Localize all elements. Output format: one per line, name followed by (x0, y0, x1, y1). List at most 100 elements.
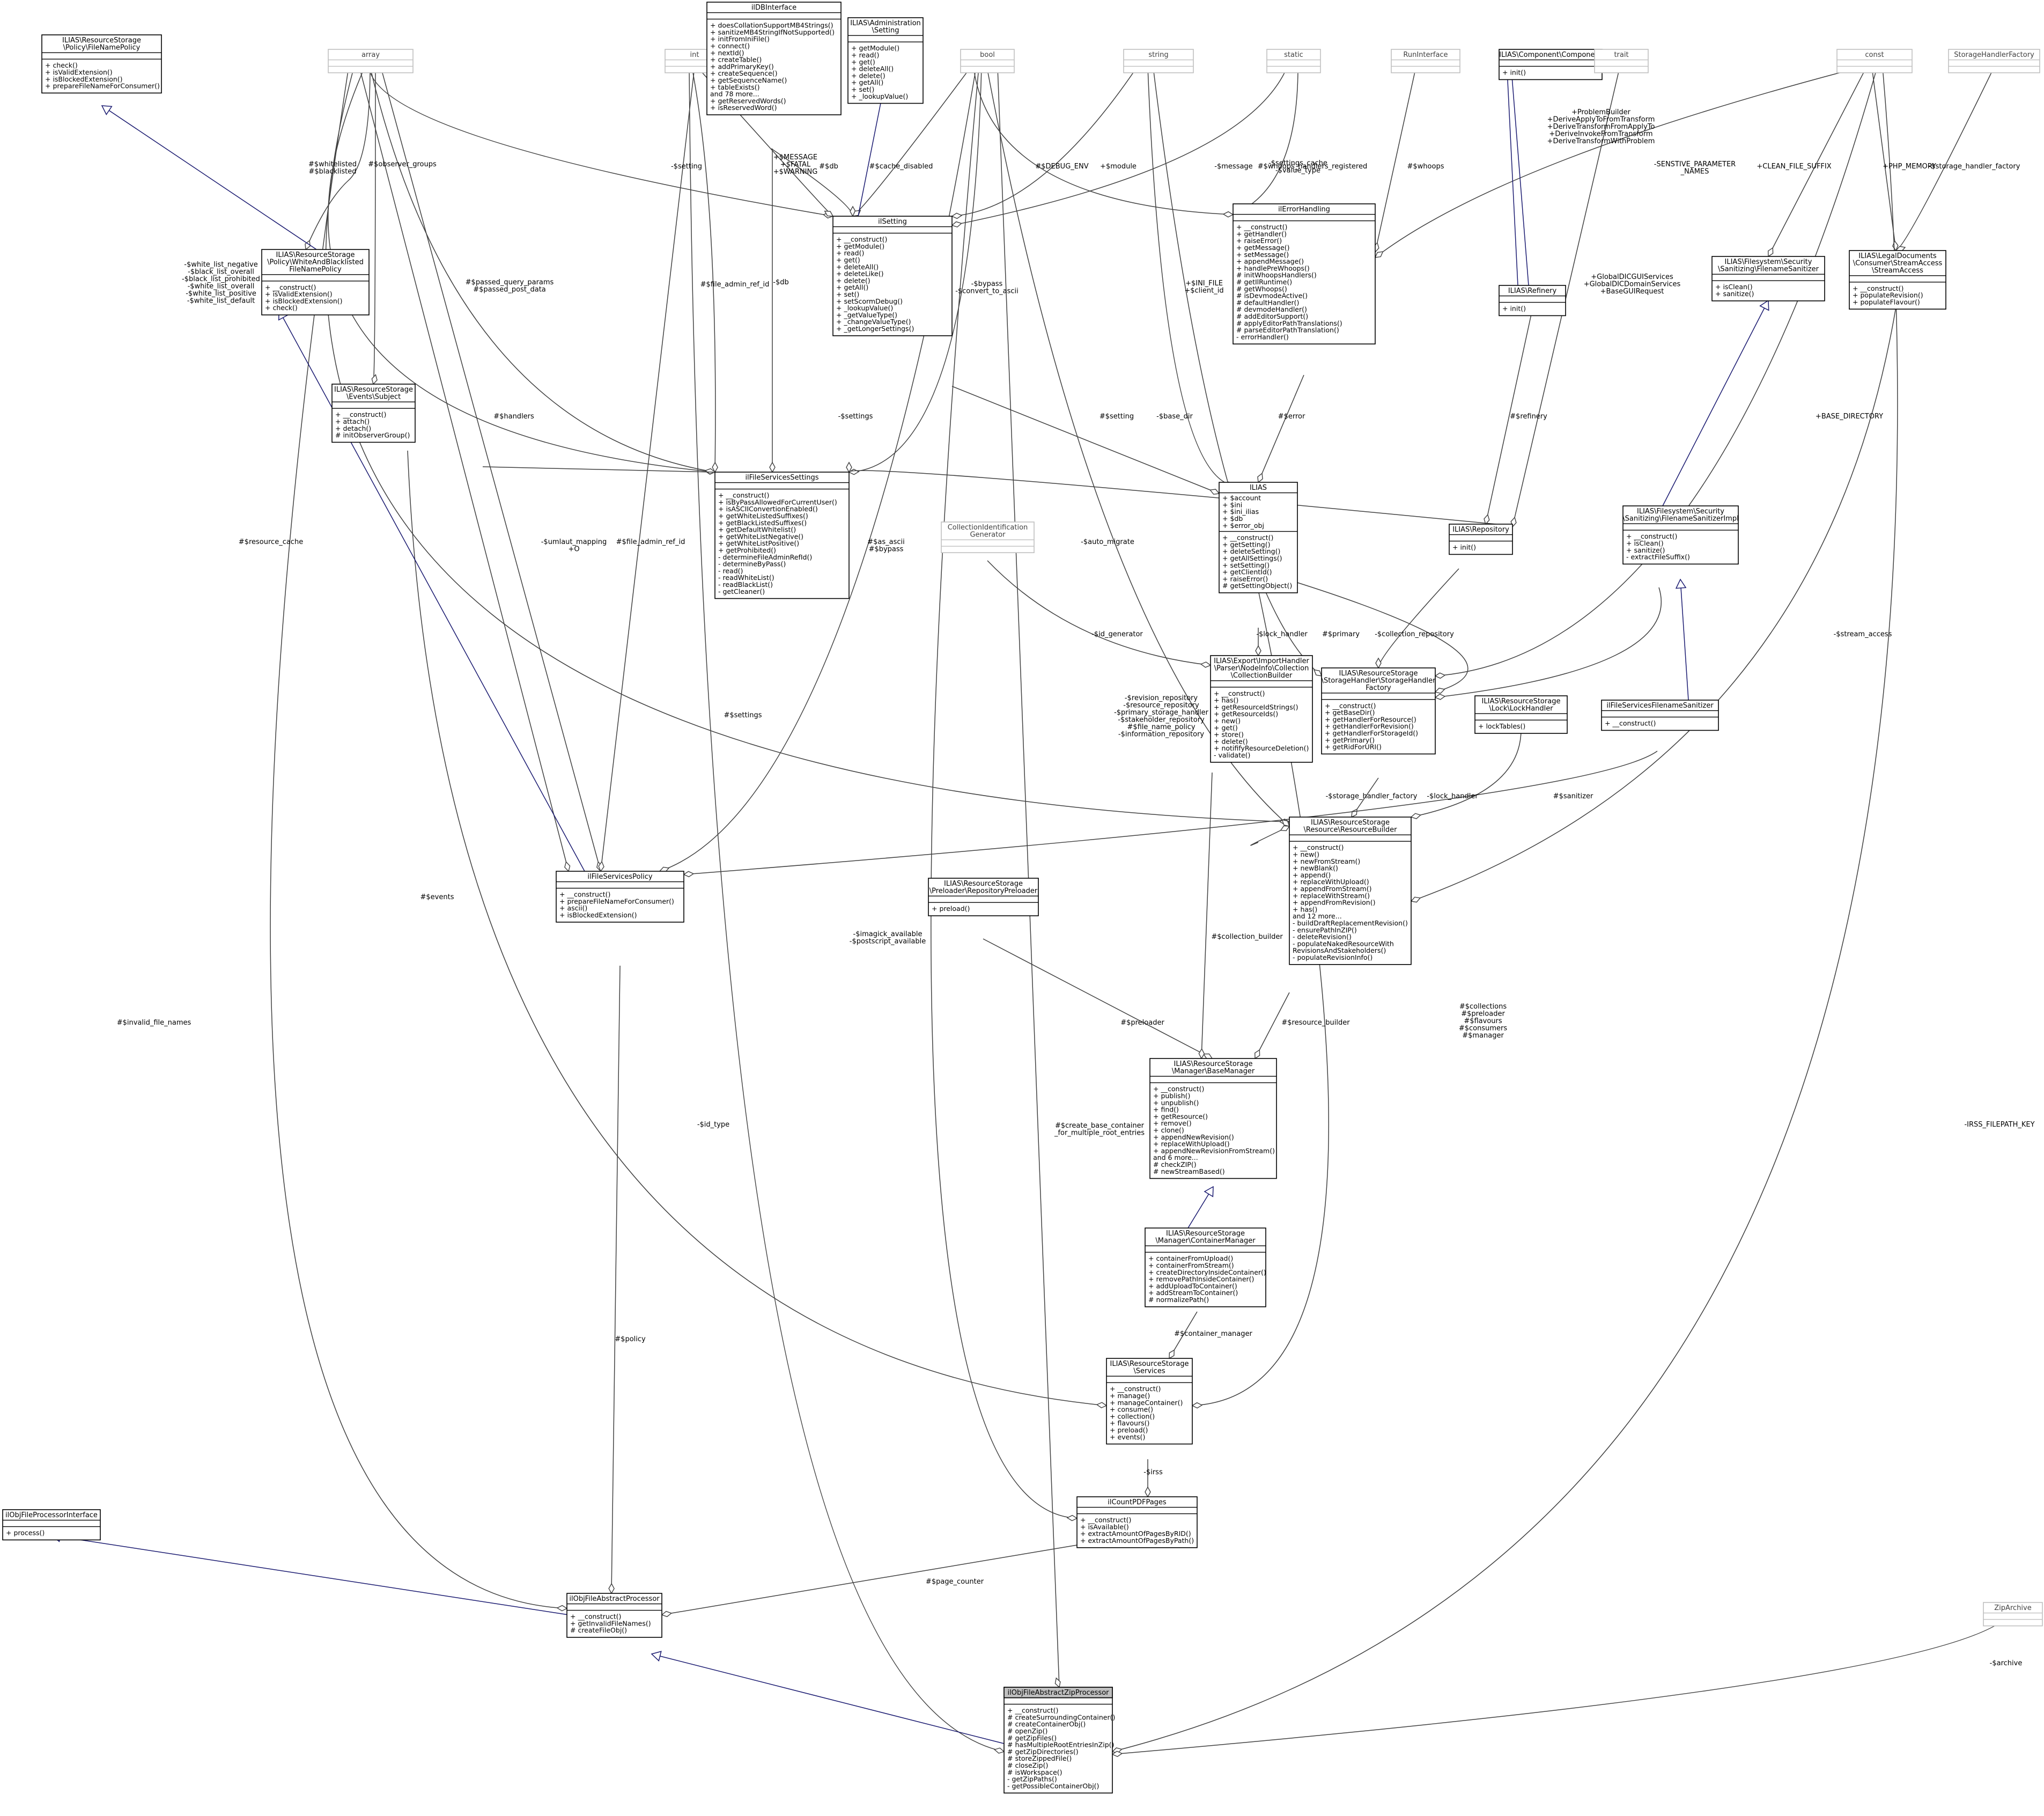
class-name: int (690, 51, 699, 59)
class-ziparchive[interactable]: ZipArchive (1983, 1602, 2043, 1627)
edge-label-l-message: +$MESSAGE+$FATAL+$WARNING (773, 153, 818, 176)
class-method: + isValidExtension() (45, 68, 113, 76)
class-method: # parseEditorPathTranslation() (1236, 326, 1339, 334)
class-ilobjfileprocessorinterface[interactable]: ilObjFileProcessorInterface+ process() (2, 1509, 101, 1541)
class-target[interactable]: ilObjFileAbstractZipProcessor+ __constru… (1003, 1687, 1115, 1793)
edge-label-l-dmessage: -$message (1214, 163, 1252, 171)
class-method: + find() (1153, 1106, 1179, 1114)
class-preloader[interactable]: ILIAS\ResourceStorage\Preloader\Reposito… (928, 878, 1039, 916)
edge-label-line: -$bypass (971, 280, 1003, 288)
class-method: + new() (1293, 850, 1319, 858)
class-lock-handler[interactable]: ILIAS\ResourceStorage\Lock\LockHandler+ … (1474, 695, 1568, 734)
edge-label-line: -$lock_handler (1427, 792, 1478, 800)
class-admin-setting[interactable]: ILIAS\Administration\Setting+ getModule(… (847, 17, 924, 104)
edge-label-line: #$create_base_container (1055, 1122, 1145, 1130)
class-method: + prepareFileNameForConsumer() (559, 897, 674, 905)
class-ilias[interactable]: ILIAS+ $account+ $ini+ $ini_ilias+ $db+ … (1219, 482, 1298, 593)
class-component[interactable]: ILIAS\Component\Component+ init() (1499, 49, 1603, 80)
class-box (847, 17, 924, 104)
class-box (941, 521, 1035, 554)
class-method: + init() (1502, 69, 1526, 77)
class-name: bool (980, 51, 995, 59)
edge-label-line: +O (568, 546, 579, 554)
class-bool[interactable]: bool (960, 49, 1015, 73)
class-method: + populateFlavour() (1853, 298, 1920, 306)
class-base-manager[interactable]: ILIAS\ResourceStorage\Manager\BaseManage… (1149, 1058, 1277, 1179)
class-storagehandlerfactory[interactable]: StorageHandlerFactory (1948, 49, 2040, 73)
aggregation-diamond-2 (371, 374, 378, 385)
edge-label-line: #$settings (724, 711, 762, 719)
class-ilsetting[interactable]: ilSetting+ __construct()+ getModule()+ r… (832, 216, 953, 336)
edge-label-line: -$white_list_negative (184, 261, 258, 269)
class-method: + getProhibited() (718, 546, 776, 554)
class-method: + ascii() (559, 904, 587, 912)
edge-label-l-shf2: -$storage_handler_factory (1326, 792, 1418, 800)
class-name: \Lock\LockHandler (1489, 705, 1553, 713)
class-name: \Preloader\RepositoryPreloader (929, 887, 1038, 895)
class-rs-services[interactable]: ILIAS\ResourceStorage\Services+ __constr… (1106, 1358, 1193, 1445)
class-storage-handler-factory[interactable]: ILIAS\ResourceStorage\StorageHandler\Sto… (1321, 667, 1436, 755)
edge-label-l-base-dir: -$base_dir (1156, 413, 1193, 421)
class-stream-access[interactable]: ILIAS\LegalDocuments\Consumer\StreamAcce… (1849, 250, 1946, 310)
class-trait[interactable]: trait (1594, 49, 1649, 73)
edge-label-l-module: +$module (1100, 163, 1137, 171)
class-method: - readBlackList() (718, 580, 773, 589)
class-name: ILIAS\ResourceStorage (334, 386, 413, 394)
inheritance-arrow-7 (1204, 1186, 1214, 1197)
class-name: RunInterface (1403, 51, 1448, 59)
class-method: # openZip() (1007, 1727, 1047, 1735)
class-box (1321, 667, 1436, 755)
association-edge-50 (407, 450, 1107, 1406)
class-ilerrorhandling[interactable]: ilErrorHandling+ __construct()+ getHandl… (1233, 203, 1376, 345)
class-filename-policy[interactable]: ILIAS\ResourceStorage\Policy\FileNamePol… (41, 34, 162, 94)
association-edge-0 (368, 67, 833, 217)
class-name: \Manager\ContainerManager (1155, 1237, 1256, 1245)
edge-label-line: _NAMES (1680, 168, 1709, 176)
class-method: + sanitize() (1715, 290, 1754, 298)
class-method: + __construct() (1605, 719, 1656, 727)
edge-label-l-stream-access: -$stream_access (1834, 630, 1892, 638)
class-method: + set() (836, 290, 859, 298)
class-resource-builder[interactable]: ILIAS\ResourceStorage\Resource\ResourceB… (1289, 817, 1412, 965)
class-refinery[interactable]: ILIAS\Refinery+ init() (1499, 285, 1566, 317)
association-edge-39 (848, 470, 1513, 526)
aggregation-diamond-16 (1222, 211, 1234, 218)
class-ilfileservicessettings[interactable]: ilFileServicesSettings+ __construct()+ i… (714, 472, 850, 599)
class-string[interactable]: string (1123, 49, 1194, 73)
class-events-subject[interactable]: ILIAS\ResourceStorage\Events\Subject+ __… (331, 384, 416, 443)
class-ilobjfileabstractprocessor[interactable]: ilObjFileAbstractProcessor+ __construct(… (566, 1593, 662, 1638)
class-container-manager[interactable]: ILIAS\ResourceStorage\Manager\ContainerM… (1145, 1227, 1266, 1307)
class-method: + getResource() (1153, 1112, 1208, 1120)
class-filename-sanitizer-svc[interactable]: ilFileServicesFilenameSanitizer+ __const… (1601, 700, 1719, 731)
class-method: + sanitizeMB4StringIfNotSupported() (710, 28, 835, 36)
association-edge-8 (270, 67, 567, 1609)
edge-label-line: #$blacklisted (308, 168, 356, 176)
class-ildbinterface[interactable]: ilDBInterface+ doesCollationSupportMB4St… (706, 2, 842, 115)
edge-label-line: -$resource_repository (1123, 702, 1199, 710)
inheritance-arrow-6 (1759, 299, 1769, 311)
class-collection-builder[interactable]: ILIAS\Export\ImportHandler\Parser\NodeIn… (1210, 655, 1313, 763)
class-whiteblack-policy[interactable]: ILIAS\ResourceStorage\Policy\WhiteAndBla… (261, 249, 370, 315)
class-sanitizer-impl[interactable]: ILIAS\Filesystem\Security\Sanitizing\Fil… (1622, 505, 1739, 565)
edge-label-l-id-type: -$id_type (697, 1121, 729, 1129)
class-const[interactable]: const (1836, 49, 1913, 73)
class-array[interactable]: array (328, 49, 414, 73)
class-repository[interactable]: ILIAS\Repository+ init() (1449, 524, 1513, 555)
class-runinterface[interactable]: RunInterface (1391, 49, 1460, 73)
class-ilfileservicespolicy[interactable]: ilFileServicesPolicy+ __construct()+ pre… (556, 871, 684, 923)
class-ilcountpdfpages[interactable]: ilCountPDFPages+ __construct()+ isAvaila… (1076, 1496, 1198, 1548)
edge-label-line: -$collection_repository (1375, 630, 1454, 638)
association-edge-21 (931, 67, 1078, 1519)
class-filename-sanitizer[interactable]: ILIAS\Filesystem\Security\Sanitizing\Fil… (1711, 256, 1825, 302)
class-name: StorageHandlerFactory (1954, 51, 2034, 59)
class-method: + getHandlerForResource() (1325, 715, 1416, 723)
class-static[interactable]: static (1266, 49, 1321, 73)
class-method: + unpublish() (1153, 1099, 1199, 1107)
edge-label-line: -$db (773, 278, 788, 286)
class-method: + getBlackListedSuffixes() (718, 519, 807, 527)
class-name: ilFileServicesSettings (745, 474, 818, 482)
class-method: + nextId() (710, 49, 744, 57)
class-method: + getWhiteListPositive() (718, 539, 799, 547)
edge-label-line: #$DEBUG_ENV (1035, 163, 1088, 171)
